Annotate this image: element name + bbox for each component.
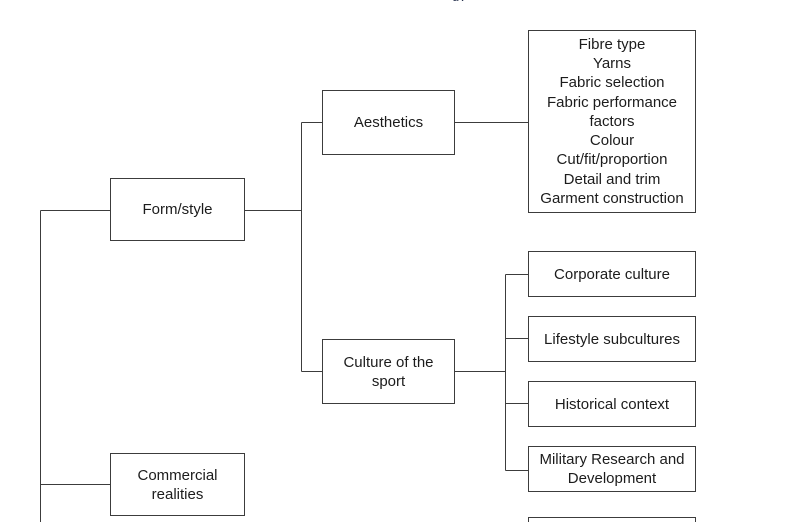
node-form-style[interactable]: Form/style bbox=[110, 178, 245, 241]
node-clipped-bottom[interactable] bbox=[528, 517, 696, 522]
node-lifestyle-subcultures[interactable]: Lifestyle subcultures bbox=[528, 316, 696, 362]
node-commercial-realities[interactable]: Commercial realities bbox=[110, 453, 245, 516]
node-military-research-and-development[interactable]: Military Research and Development bbox=[528, 446, 696, 492]
node-historical-context[interactable]: Historical context bbox=[528, 381, 696, 427]
node-culture-of-the-sport[interactable]: Culture of the sport bbox=[322, 339, 455, 404]
node-aesthetics[interactable]: Aesthetics bbox=[322, 90, 455, 155]
clipped-top-text: gy bbox=[452, 0, 482, 1]
node-aesthetics-details[interactable]: Fibre type Yarns Fabric selection Fabric… bbox=[528, 30, 696, 213]
node-corporate-culture[interactable]: Corporate culture bbox=[528, 251, 696, 297]
